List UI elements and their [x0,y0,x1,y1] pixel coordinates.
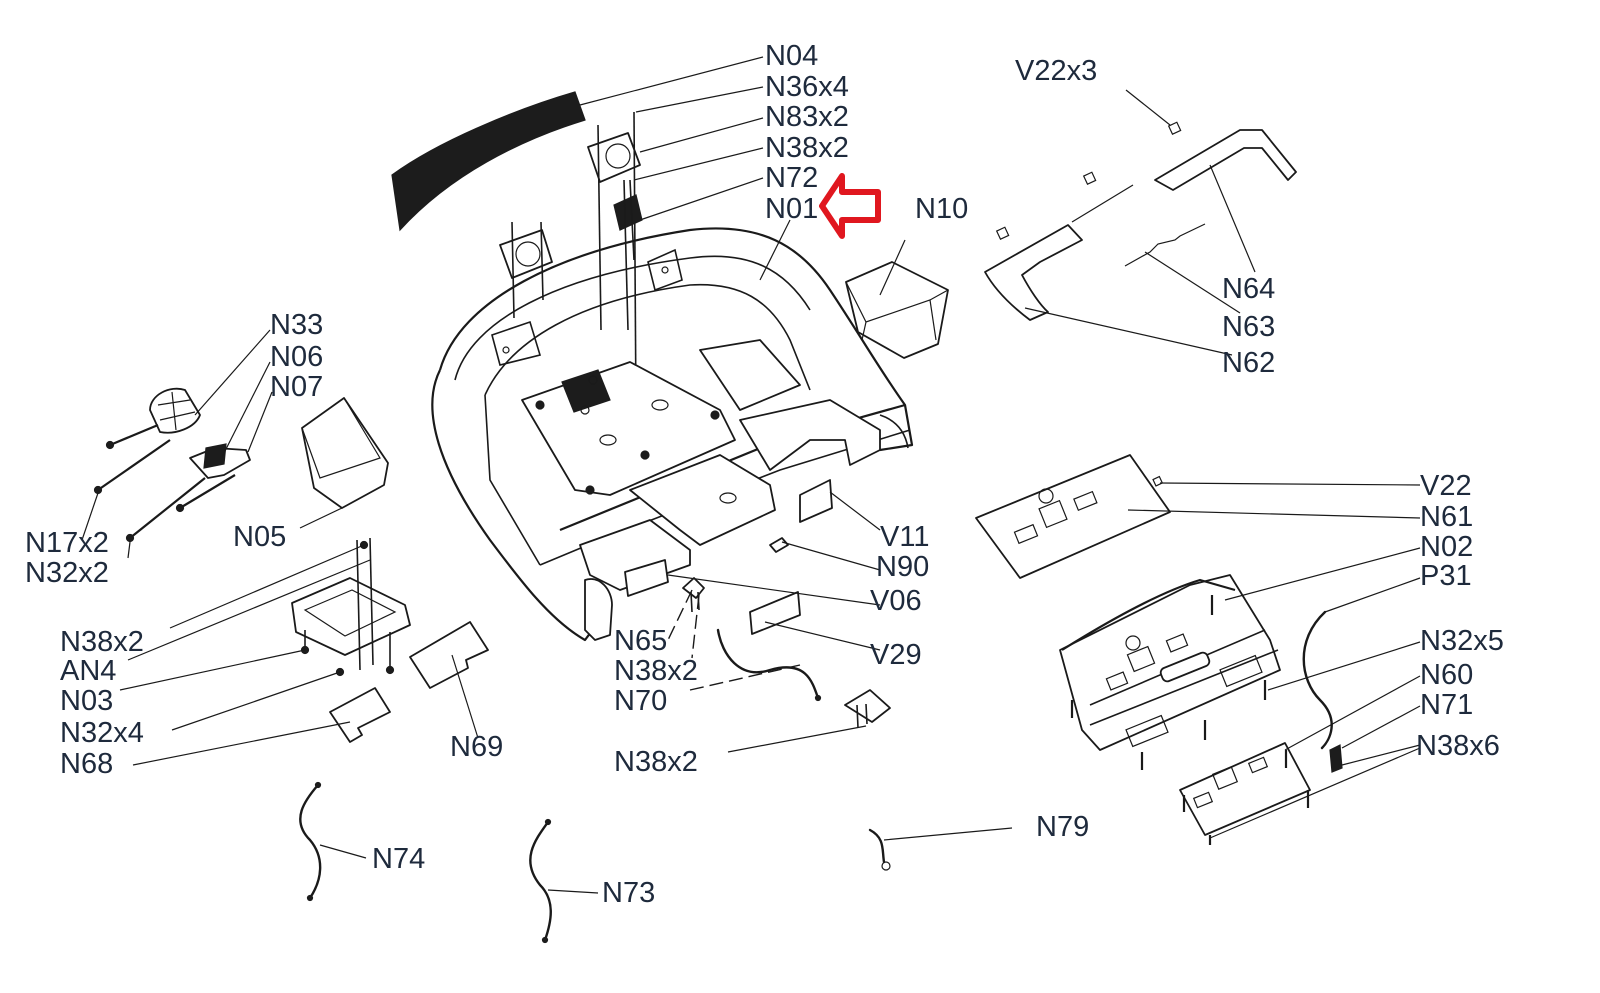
part-n65-clip [682,577,705,613]
label-n36x4: N36x4 [765,71,849,103]
label-n69: N69 [450,731,503,763]
label-v06: V06 [870,585,922,617]
leader-lines [81,56,1421,894]
label-n01: N01 [765,193,818,225]
label-n60: N60 [1420,659,1473,691]
label-v22: V22 [1420,470,1472,502]
label-n32x4: N32x4 [60,717,144,749]
label-n04: N04 [765,40,818,72]
part-n79-wire [868,828,891,871]
part-n05-cup-holder [301,397,389,509]
part-v06-decal [624,559,669,597]
part-v22-buttons [995,121,1182,241]
part-n73-cable [529,818,552,944]
part-n74-cable [299,781,322,902]
label-n90: N90 [876,551,929,583]
part-n70-cable [716,628,822,702]
part-n63-strip [1124,223,1206,267]
label-n68: N68 [60,748,113,780]
part-bottom-bracket [844,689,891,729]
label-n65: N65 [614,625,667,657]
label-n17x2: N17x2 [25,527,109,559]
label-n38x2-left: N38x2 [60,626,144,658]
label-n63: N63 [1222,311,1275,343]
label-n38x6: N38x6 [1416,730,1500,762]
label-n05: N05 [233,521,286,553]
highlight-arrow-icon [819,173,881,239]
label-n33: N33 [270,309,323,341]
part-n64-overlay [1154,129,1297,191]
label-n38x2-top: N38x2 [765,132,849,164]
label-n79: N79 [1036,811,1089,843]
label-n83x2: N83x2 [765,101,849,133]
part-speaker-right [587,111,641,411]
part-n02-console-frame [1059,574,1281,770]
part-speaker-left [499,221,553,319]
label-n02: N02 [1420,531,1473,563]
part-n10-cup-holder [845,261,949,359]
label-v22x3: V22x3 [1015,55,1097,87]
label-v29: V29 [870,639,922,671]
part-n03-box [291,537,411,677]
part-n71-clips [1329,744,1343,773]
label-n64: N64 [1222,273,1275,305]
part-v29-decal [749,591,801,635]
label-an4: AN4 [60,655,116,687]
part-n90-decal [769,537,789,553]
part-n60-pcb [1179,742,1311,845]
label-n73: N73 [602,877,655,909]
label-n71: N71 [1420,689,1473,721]
part-n62-overlay [984,184,1134,321]
part-n06-n07-bracket [125,443,251,543]
part-n68-decal [329,687,391,743]
part-p31-cable [1302,610,1333,750]
part-n04-grille [391,91,586,232]
label-n32x2: N32x2 [25,557,109,589]
label-n32x5: N32x5 [1420,625,1504,657]
label-v11: V11 [880,521,929,553]
part-n33-fan [93,387,201,495]
label-n70: N70 [614,685,667,717]
label-n38x2-mid: N38x2 [614,655,698,687]
label-p31: P31 [1420,560,1472,592]
label-n03: N03 [60,685,113,717]
label-n10: N10 [915,193,968,225]
label-n38x2-bottom: N38x2 [614,746,698,778]
part-v11-decal [799,479,833,523]
label-n06: N06 [270,341,323,373]
part-n01-console-housing [431,227,914,642]
part-n69-decal [409,621,489,689]
part-n72-bracket [613,179,643,331]
label-n62: N62 [1222,347,1275,379]
label-n74: N74 [372,843,425,875]
part-n61-overlay [975,454,1171,579]
label-n07: N07 [270,371,323,403]
label-n72: N72 [765,162,818,194]
label-n61: N61 [1420,501,1473,533]
part-labels: N04 N36x4 N83x2 N38x2 N72 N01 N10 V22x3 … [25,40,1504,909]
